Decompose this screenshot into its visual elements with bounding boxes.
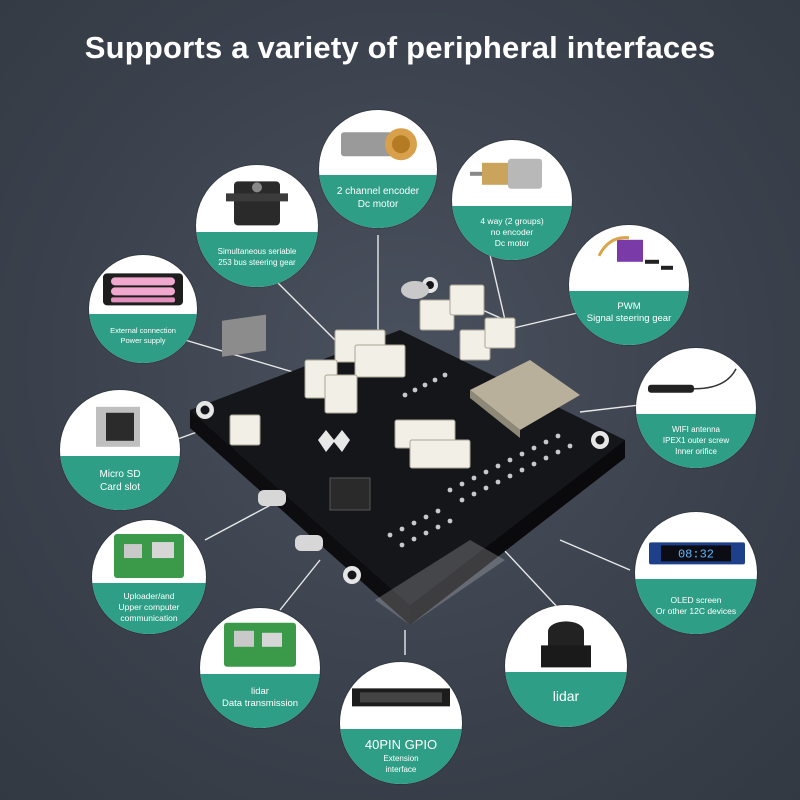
callout-microsd: Micro SD Card slot bbox=[60, 390, 180, 510]
callout-battery: External connection Power supply bbox=[89, 255, 197, 363]
callout-wifi-antenna: WIFI antenna IPEX1 outer screw Inner ori… bbox=[636, 348, 756, 468]
wifi-line1: WIFI antenna bbox=[671, 425, 721, 434]
encoder-motor-icon bbox=[341, 128, 417, 161]
microsd-line1: Micro SD bbox=[99, 469, 141, 480]
uploader-line2: Upper computer bbox=[118, 601, 180, 612]
encoder-motor-line2: Dc motor bbox=[357, 198, 399, 210]
raspberry-pi-icon bbox=[114, 534, 184, 579]
oled-line1: OLED screen bbox=[670, 595, 722, 606]
bus-servo-icon bbox=[226, 181, 288, 226]
callout-lidar-data: lidar Data transmission bbox=[200, 608, 320, 728]
wifi-line3: Inner orifice bbox=[675, 447, 717, 456]
callout-no-encoder-motor: 4 way (2 groups) no encoder Dc motor bbox=[452, 140, 572, 260]
sd-card-slot-icon bbox=[96, 406, 140, 447]
pwm-line1: PWM bbox=[617, 301, 641, 312]
no-encoder-line2: no encoder bbox=[490, 227, 534, 237]
battery-line1: External connection bbox=[110, 326, 176, 336]
pwm-line2: Signal steering gear bbox=[586, 313, 672, 324]
battery-line2: Power supply bbox=[120, 336, 166, 346]
no-encoder-line3: Dc motor bbox=[494, 238, 530, 248]
encoder-motor-line1: 2 channel encoder bbox=[336, 185, 420, 197]
gpio-line2: Extension bbox=[383, 754, 419, 764]
callout-oled: 08:32 OLED screen Or other 12C devices bbox=[635, 512, 757, 634]
callout-bus-servo: Simultaneous seriable 253 bus steering g… bbox=[196, 165, 318, 287]
driver-board bbox=[190, 277, 625, 625]
wifi-line2: IPEX1 outer screw bbox=[662, 436, 730, 445]
oled-screen-icon: 08:32 bbox=[649, 542, 745, 565]
uploader-line1: Uploader/and bbox=[123, 590, 175, 601]
raspberry-pi-board-icon bbox=[224, 622, 296, 667]
callout-uploader: Uploader/and Upper computer communicatio… bbox=[92, 520, 206, 634]
oled-line2: Or other 12C devices bbox=[655, 606, 737, 617]
pwm-servo-icon bbox=[597, 236, 673, 270]
callout-pwm-servo: PWM Signal steering gear bbox=[569, 225, 689, 345]
bus-servo-line2: 253 bus steering gear bbox=[218, 258, 296, 268]
antenna-icon bbox=[648, 368, 737, 393]
page-title: Supports a variety of peripheral interfa… bbox=[84, 30, 716, 65]
battery-holder-icon bbox=[103, 273, 183, 306]
callout-lidar: lidar bbox=[505, 605, 627, 727]
lidar-sensor-icon bbox=[541, 621, 591, 668]
lidar-data-line2: Data transmission bbox=[221, 698, 299, 709]
gpio-header-icon bbox=[352, 688, 450, 707]
gear-motor-icon bbox=[470, 158, 542, 189]
microsd-line2: Card slot bbox=[99, 482, 140, 493]
lidar-data-line1: lidar bbox=[251, 686, 269, 697]
lidar-line1: lidar bbox=[552, 688, 580, 705]
no-encoder-line1: 4 way (2 groups) bbox=[480, 216, 544, 226]
oled-display-text: 08:32 bbox=[678, 547, 714, 561]
gpio-line3: interface bbox=[385, 765, 417, 775]
bus-servo-line1: Simultaneous seriable bbox=[217, 247, 297, 257]
callout-encoder-motor: 2 channel encoder Dc motor bbox=[319, 110, 437, 228]
uploader-line3: communication bbox=[120, 612, 178, 623]
callout-gpio: 40PIN GPIO Extension interface bbox=[340, 662, 462, 784]
gpio-line1: 40PIN GPIO bbox=[364, 737, 438, 753]
